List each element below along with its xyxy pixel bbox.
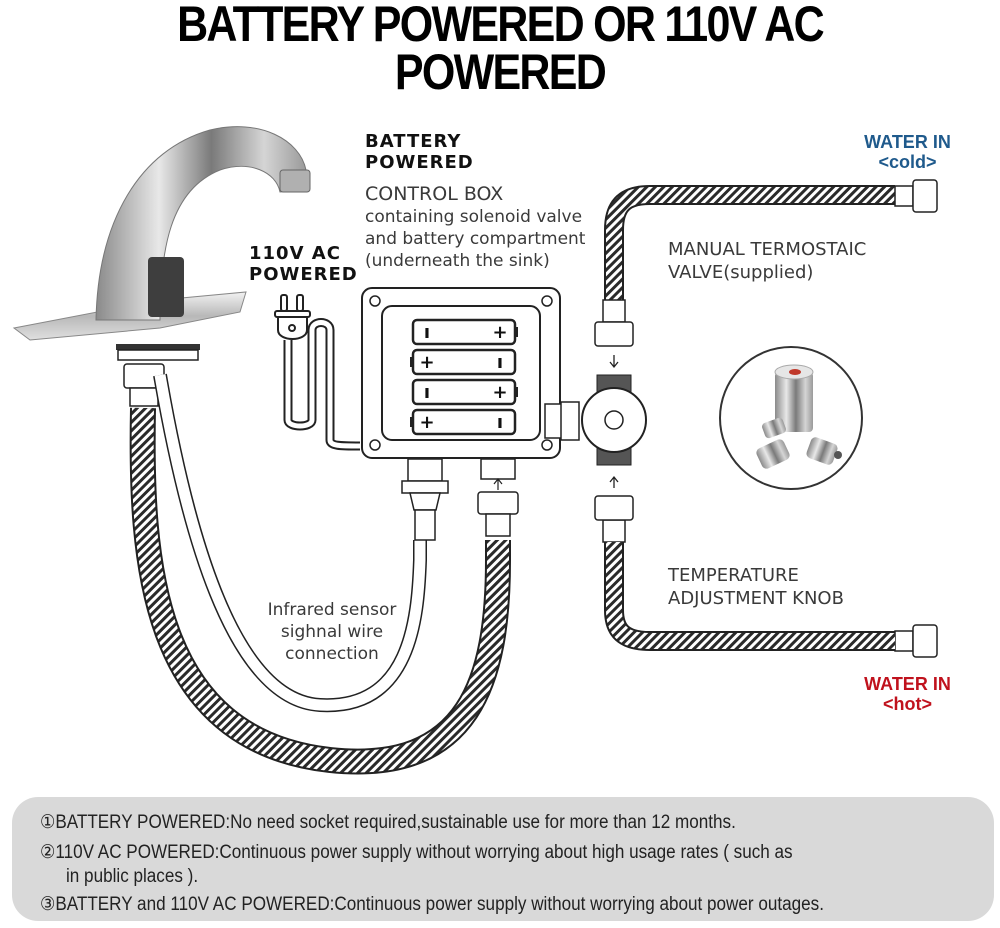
minus-terminal-icon: ı <box>424 382 430 403</box>
note-item: ③BATTERY and 110V AC POWERED:Continuous … <box>40 894 824 915</box>
arrow-up-icon <box>493 478 503 490</box>
braided-hose <box>131 407 509 773</box>
minus-terminal-icon: ı <box>424 322 430 343</box>
thermostatic-valve-icon <box>719 346 863 490</box>
battery-powered-label: BATTERY POWERED <box>365 131 474 173</box>
faucet-icon <box>12 126 311 407</box>
battery-compartment: ı++ıı++ı <box>410 318 518 436</box>
page-title: BATTERY POWERED OR 110V AC POWERED <box>177 0 825 100</box>
plus-terminal-icon: + <box>492 322 507 343</box>
battery-icon: ı+ <box>411 378 518 406</box>
arrow-up-icon <box>609 475 619 488</box>
note-item-continued: in public places ). <box>66 866 199 887</box>
battery-icon: +ı <box>410 408 517 436</box>
plus-terminal-icon: + <box>492 382 507 403</box>
note-item: ②110V AC POWERED:Continuous power supply… <box>40 842 793 863</box>
notes-panel <box>12 797 994 921</box>
mixing-valve <box>581 355 647 488</box>
battery-icon: ı+ <box>411 318 518 346</box>
thermostatic-valve-label: MANUAL TERMOSTAIC VALVE(supplied) <box>668 239 867 283</box>
control-box-title: CONTROL BOX <box>365 183 504 205</box>
note-item: ①BATTERY POWERED:No need socket required… <box>40 812 736 833</box>
cold-hose <box>606 187 895 318</box>
battery-icon: +ı <box>410 348 517 376</box>
sensor-wire <box>154 374 426 711</box>
water-in-hot-label: WATER IN <hot> <box>864 674 951 714</box>
sensor-wire-label: Infrared sensor sighnal wire connection <box>267 600 397 664</box>
temperature-knob-label: TEMPERATURE ADJUSTMENT KNOB <box>668 565 844 609</box>
power-plug-icon <box>274 294 361 451</box>
plumbing-diagram: ı++ıı++ı <box>12 126 938 775</box>
minus-terminal-icon: ı <box>497 412 503 433</box>
control-box-description: containing solenoid valve and battery co… <box>365 207 586 271</box>
plus-terminal-icon: + <box>419 352 434 373</box>
ac-powered-label: 110V AC POWERED <box>249 243 358 285</box>
arrow-down-icon <box>609 355 619 369</box>
hot-hose <box>606 542 895 649</box>
minus-terminal-icon: ı <box>497 352 503 373</box>
plus-terminal-icon: + <box>419 412 434 433</box>
water-in-cold-label: WATER IN <cold> <box>864 132 951 172</box>
